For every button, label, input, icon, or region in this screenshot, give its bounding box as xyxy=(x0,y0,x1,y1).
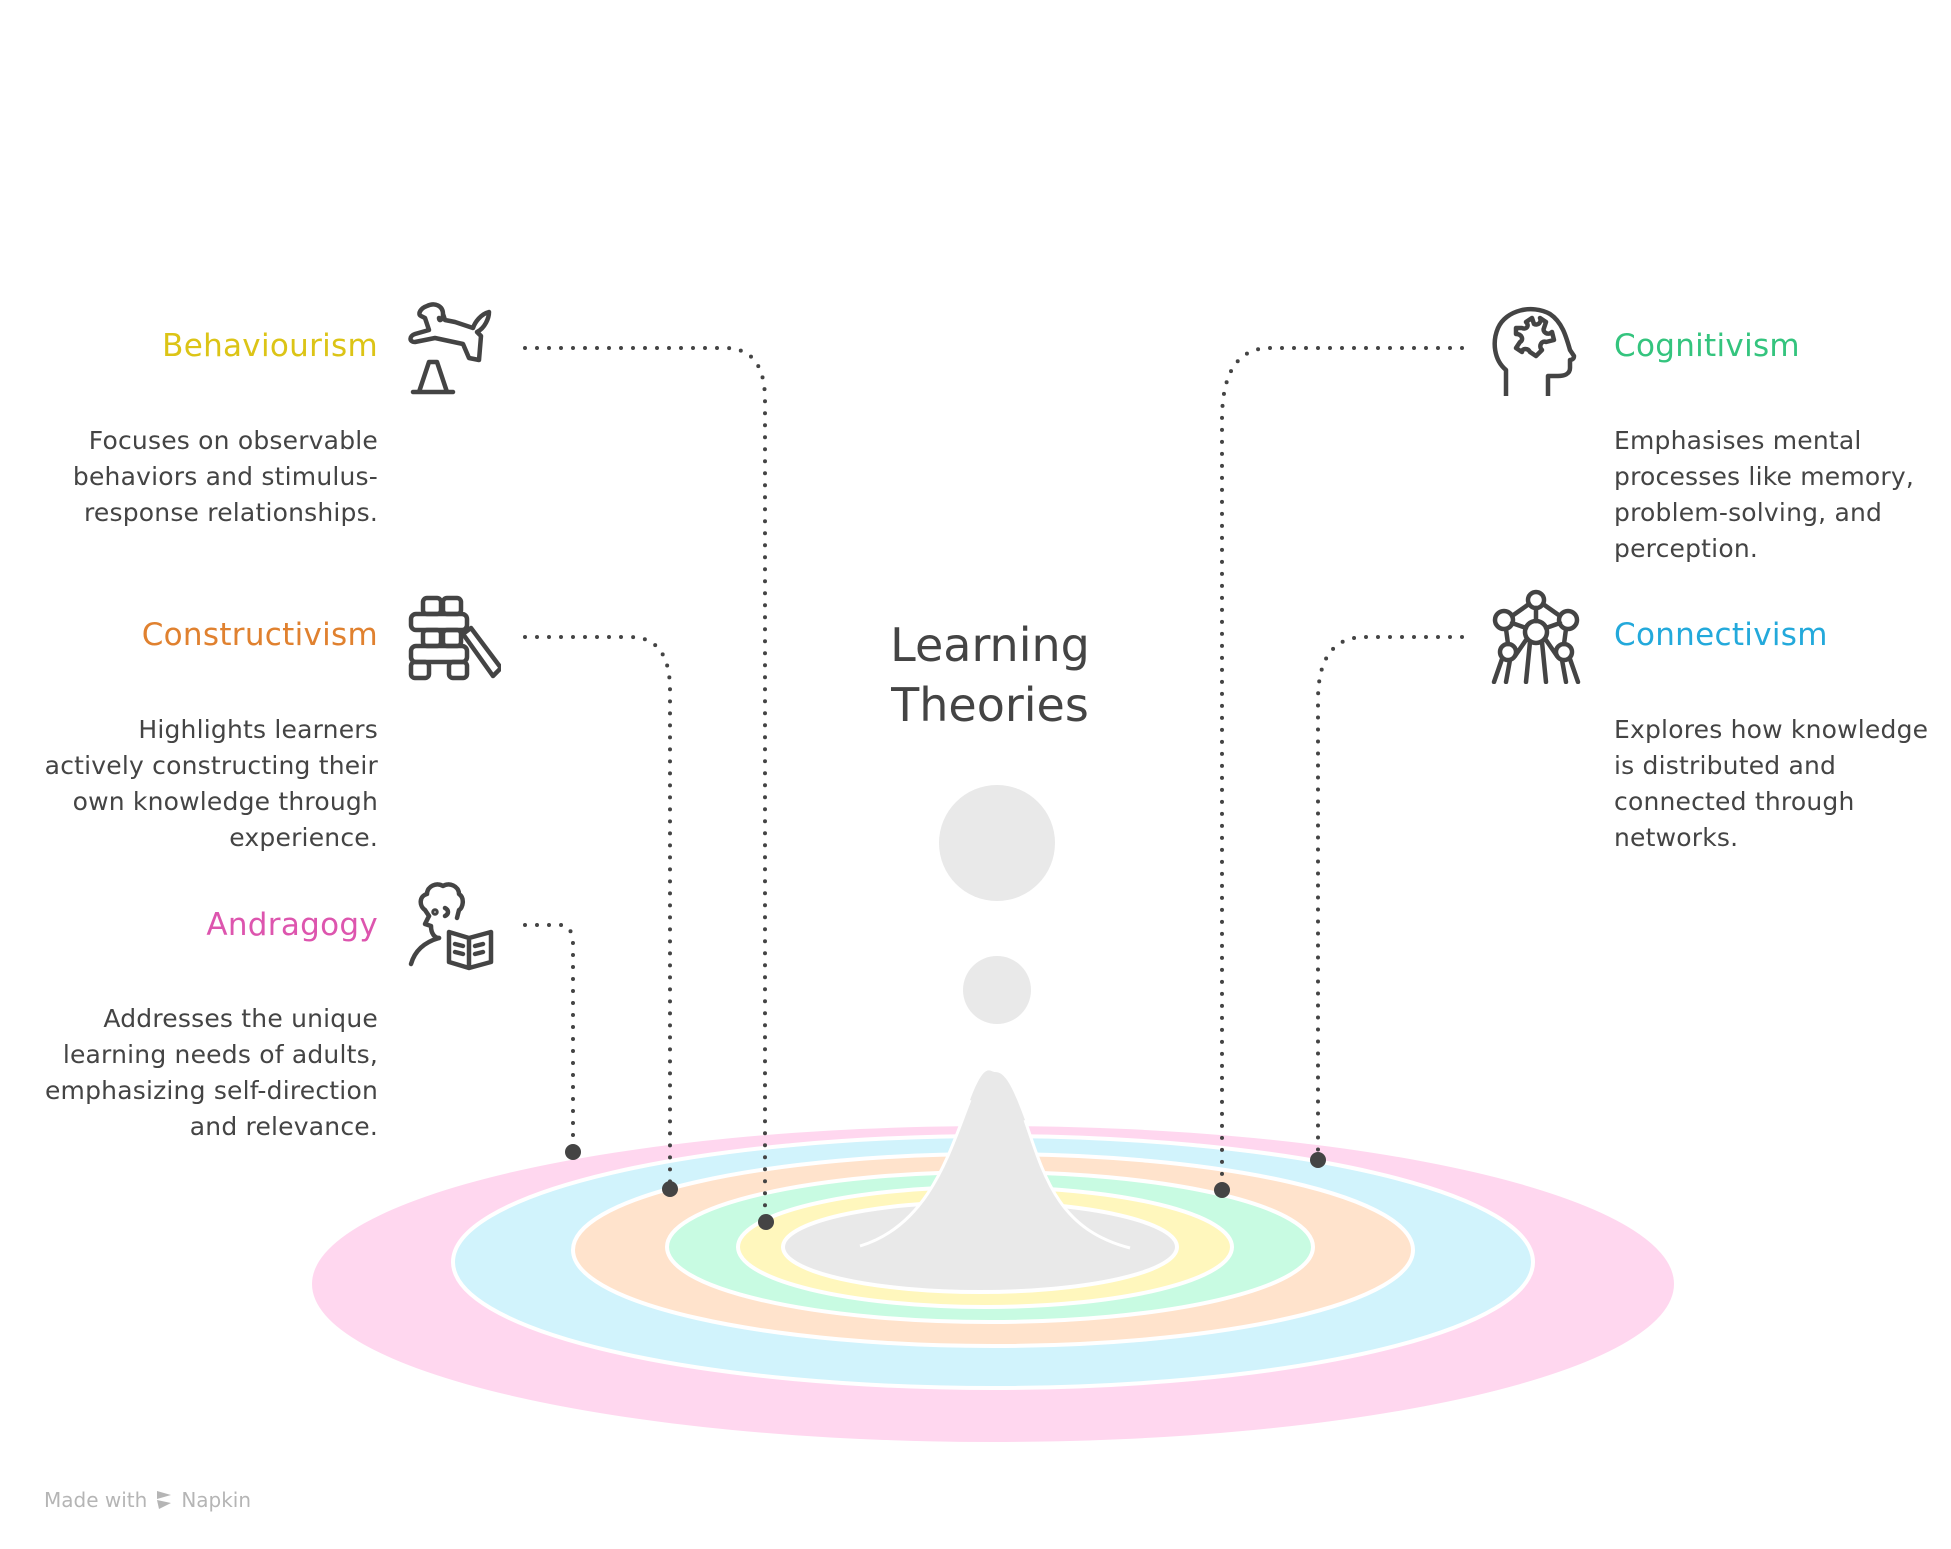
endpoint-constructivism xyxy=(662,1181,678,1197)
splash-drop xyxy=(859,785,1131,1250)
connector-cognitivism xyxy=(1220,346,1464,1192)
endpoint-connectivism xyxy=(1310,1152,1326,1168)
connector-connectivism xyxy=(1316,635,1464,1162)
endpoint-andragogy xyxy=(565,1144,581,1160)
napkin-logo-icon xyxy=(157,1491,172,1509)
endpoint-cognitivism xyxy=(1214,1182,1230,1198)
droplet-small xyxy=(963,956,1031,1024)
endpoint-behaviourism xyxy=(758,1214,774,1230)
theory-description: Emphasises mental processes like memory,… xyxy=(1614,426,1915,563)
theory-title: Behaviourism xyxy=(162,328,378,364)
theory-title: Cognitivism xyxy=(1614,328,1800,364)
center-title-line1: Learning xyxy=(890,618,1090,672)
theory-description: Highlights learners actively constructin… xyxy=(44,715,378,852)
watermark-brand: Napkin xyxy=(181,1488,252,1512)
theory-title: Connectivism xyxy=(1614,617,1828,653)
droplet-large xyxy=(939,785,1055,901)
center-title: Learning Theories xyxy=(860,615,1120,735)
watermark: Made with Napkin xyxy=(44,1488,251,1512)
head-puzzle-icon xyxy=(1488,300,1584,399)
splash-outline-right xyxy=(1023,1119,1131,1250)
watermark-prefix: Made with xyxy=(44,1488,148,1512)
connector-endpoints xyxy=(565,1144,1326,1230)
theory-description: Explores how knowledge is distributed an… xyxy=(1614,715,1929,852)
theory-title: Constructivism xyxy=(141,617,378,653)
theory-description: Focuses on observable behaviors and stim… xyxy=(72,426,378,527)
theory-description: Addresses the unique learning needs of a… xyxy=(44,1004,378,1141)
connector-constructivism xyxy=(523,635,672,1191)
connector-behaviourism xyxy=(523,346,767,1230)
adult-reading-icon xyxy=(405,880,501,976)
dog-jumping-icon xyxy=(405,300,501,396)
connectors xyxy=(523,346,1464,1230)
stacked-blocks-icon xyxy=(405,592,504,688)
splash-outline-left xyxy=(859,1099,972,1248)
connector-andragogy xyxy=(523,923,575,1152)
theory-title: Andragogy xyxy=(206,907,378,943)
network-structure-icon xyxy=(1488,588,1584,685)
center-title-line2: Theories xyxy=(891,678,1089,732)
